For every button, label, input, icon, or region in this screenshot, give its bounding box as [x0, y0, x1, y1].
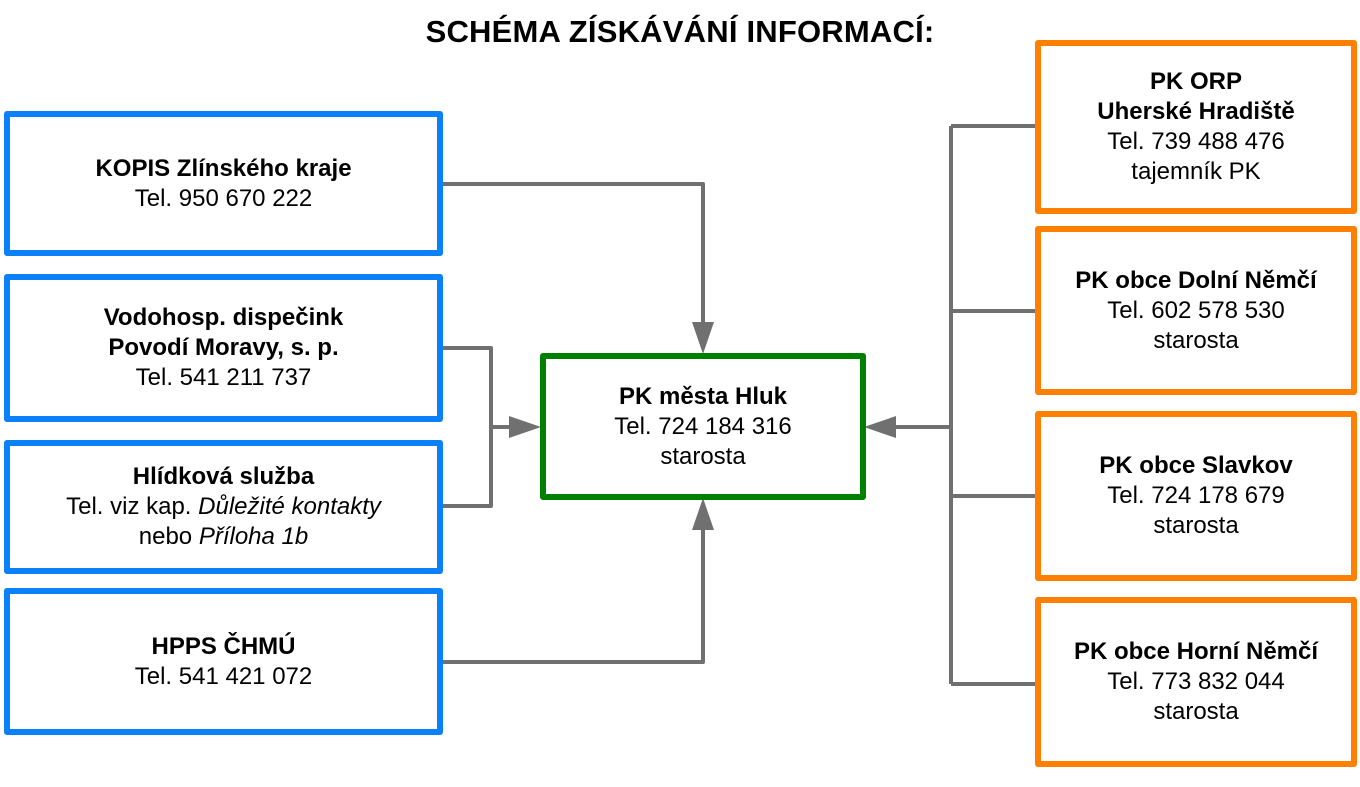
- neighbor-name: PK obce Horní Němčí: [1073, 638, 1319, 665]
- neighbor-name-line2: Uherské Hradiště: [1097, 98, 1295, 125]
- source-tel-line: Tel. viz kap. Důležité kontakty: [66, 492, 381, 522]
- source-box-hlidkova: Hlídková služba Tel. viz kap. Důležité k…: [4, 440, 443, 574]
- neighbor-name: PK obce Slavkov: [1099, 452, 1293, 479]
- center-name: PK města Hluk: [618, 382, 788, 410]
- arrowhead-top: [692, 322, 714, 354]
- neighbor-name: PK ORP: [1149, 68, 1242, 95]
- neighbor-name: PK obce Dolní Němčí: [1075, 266, 1317, 294]
- connector-vodohosp: [441, 346, 493, 508]
- neighbor-role: starosta: [1153, 512, 1239, 539]
- reference-attachment: Příloha 1b: [198, 523, 309, 550]
- source-tel: Tel. 541 421 072: [134, 662, 313, 690]
- source-tel: Tel. 950 670 222: [134, 184, 313, 212]
- connector-hpps: [441, 523, 705, 664]
- arrowhead-left: [509, 416, 541, 438]
- neighbor-tel: Tel. 724 178 679: [1107, 482, 1285, 509]
- arrowhead-right: [864, 416, 896, 438]
- source-alt-line: nebo Příloha 1b: [139, 522, 308, 552]
- center-role: starosta: [660, 442, 746, 470]
- source-box-kopis: KOPIS Zlínského kraje Tel. 950 670 222: [4, 111, 443, 256]
- neighbor-role: starosta: [1153, 698, 1239, 725]
- reference-chapter: Důležité kontakty: [198, 493, 381, 520]
- neighbor-tel: Tel. 602 578 530: [1107, 296, 1285, 324]
- arrowhead-bottom: [692, 498, 714, 530]
- source-box-hpps: HPPS ČHMÚ Tel. 541 421 072: [4, 588, 443, 735]
- neighbor-tel: Tel. 773 832 044: [1107, 668, 1285, 695]
- diagram-title: SCHÉMA ZÍSKÁVÁNÍ INFORMACÍ:: [425, 14, 935, 49]
- connector-kopis: [441, 182, 705, 330]
- neighbor-tel: Tel. 739 488 476: [1107, 128, 1285, 155]
- neighbor-box-orp: PK ORP Uherské Hradiště Tel. 739 488 476…: [1035, 40, 1357, 214]
- source-name: KOPIS Zlínského kraje: [95, 154, 352, 182]
- source-box-vodohosp: Vodohosp. dispečink Povodí Moravy, s. p.…: [4, 274, 443, 422]
- source-name: Hlídková služba: [132, 463, 315, 490]
- neighbor-box-dolni-nemci: PK obce Dolní Němčí Tel. 602 578 530 sta…: [1035, 226, 1357, 395]
- center-tel: Tel. 724 184 316: [614, 412, 792, 440]
- source-name: HPPS ČHMÚ: [151, 632, 296, 660]
- center-box-hluk: PK města Hluk Tel. 724 184 316 starosta: [540, 353, 866, 500]
- neighbor-role: starosta: [1153, 326, 1239, 354]
- alt-prefix: nebo: [138, 523, 199, 550]
- neighbor-box-slavkov: PK obce Slavkov Tel. 724 178 679 starost…: [1035, 411, 1357, 581]
- tel-prefix: Tel. viz kap.: [66, 493, 199, 520]
- source-tel: Tel. 541 211 737: [135, 364, 312, 391]
- neighbor-role: tajemník PK: [1131, 158, 1261, 185]
- source-name-line2: Povodí Moravy, s. p.: [108, 334, 339, 361]
- source-name: Vodohosp. dispečink: [103, 304, 344, 331]
- neighbor-box-horni-nemci: PK obce Horní Němčí Tel. 773 832 044 sta…: [1035, 597, 1357, 767]
